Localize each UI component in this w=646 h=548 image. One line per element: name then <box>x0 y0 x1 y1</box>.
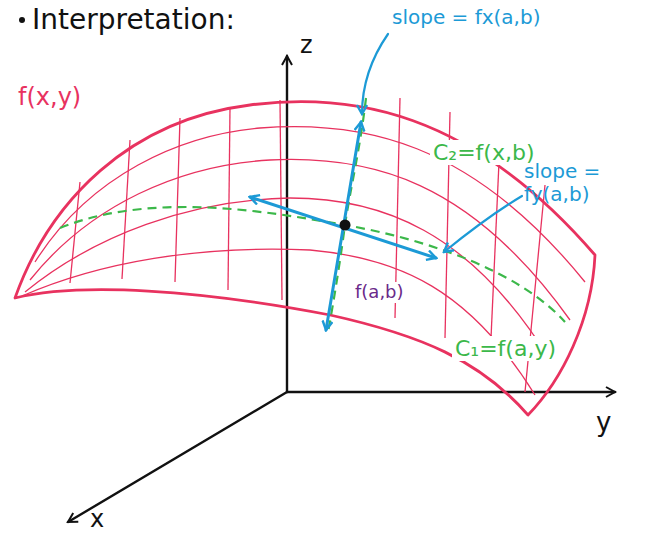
axis-label: y <box>596 408 611 438</box>
axis-label: x <box>90 506 104 534</box>
surface-grid <box>22 98 585 395</box>
bullet-dot <box>19 17 25 23</box>
axis-label: z <box>300 32 313 60</box>
surface-outline <box>15 102 595 415</box>
tangent-lines <box>250 122 436 330</box>
surface-label: f(x,y) <box>18 84 81 112</box>
trace-curves <box>60 98 565 332</box>
slope-label: slope = fy(a,b) <box>524 160 634 206</box>
slope-label: slope = fx(a,b) <box>392 6 540 29</box>
heading-text: Interpretation: <box>32 4 235 36</box>
point-label: f(a,b) <box>352 282 407 303</box>
curve-label: C₁=f(a,y) <box>452 336 559 361</box>
point-dot <box>340 220 351 231</box>
curve-label: C₂=f(x,b) <box>430 140 538 165</box>
axes <box>68 56 615 522</box>
